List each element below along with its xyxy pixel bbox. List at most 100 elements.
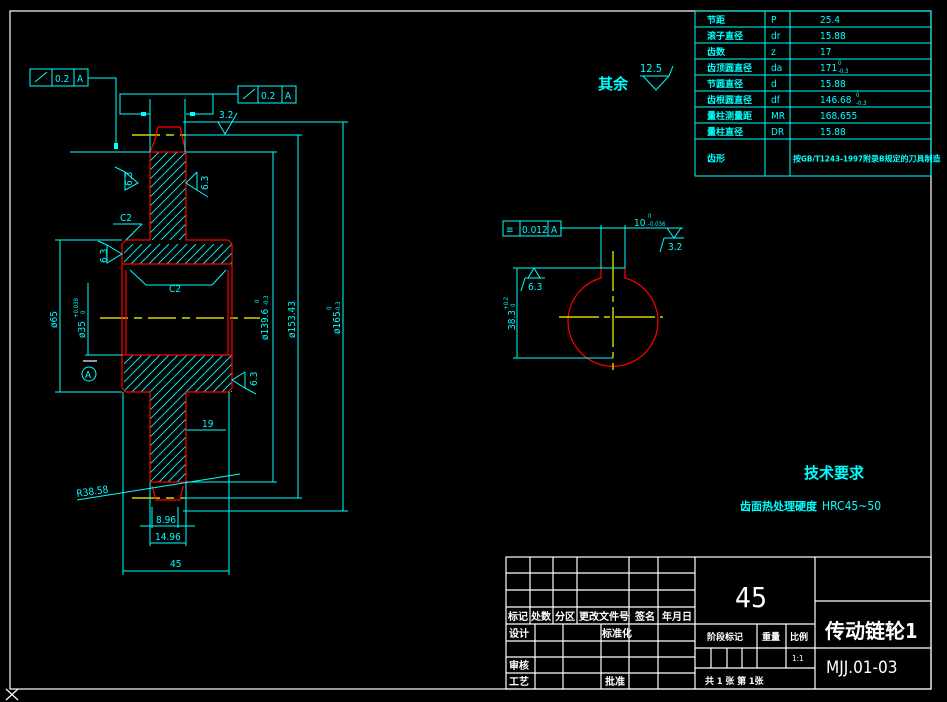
param-value: 15.88 [820, 127, 846, 138]
roughness-hub-left-value: 6.3 [99, 249, 110, 263]
roughness-hub-right-value: 6.3 [249, 372, 260, 386]
param-name: 量柱直径 [707, 126, 743, 138]
param-name: 滚子直径 [707, 30, 743, 42]
row-design: 设计 [509, 627, 529, 640]
tech-req-value: HRC45~50 [822, 499, 881, 513]
param-value: 15.88 [820, 31, 846, 42]
roughness-note-label: 其余 [598, 75, 629, 93]
weight-label: 重量 [762, 631, 780, 643]
param-value: 17 [820, 47, 831, 58]
param-symbol: MR [771, 111, 785, 122]
dim-bore-tol-low: 0 [80, 310, 87, 314]
param-value: 15.88 [820, 79, 846, 90]
key-depth-tol-up: +0.2 [503, 297, 510, 310]
roughness-symbol-icon [642, 65, 674, 91]
roughness-tooth-left-value: 6.3 [124, 172, 135, 186]
section-view: C2 C2 0.2 A 0.2 A [29, 68, 348, 575]
part-outline [121, 126, 233, 501]
param-symbol: P [771, 15, 777, 26]
scale-label: 比例 [790, 631, 808, 643]
stage-label: 阶段标记 [707, 631, 743, 643]
param-value: 146.68 [820, 95, 852, 106]
header-mark: 标记 [507, 610, 528, 623]
header-change-doc: 更改文件号 [579, 610, 629, 623]
drawing-number: MJJ.01-03 [826, 658, 898, 678]
drawing-frame [9, 10, 932, 690]
dim-root-tol-low: -0.3 [263, 295, 270, 306]
roughness-hub-left: 6.3 [97, 240, 123, 264]
param-symbol: da [771, 63, 782, 74]
chamfer-outer-label: C2 [120, 213, 132, 224]
param-value: 168.655 [820, 111, 857, 122]
row-approve: 批准 [605, 675, 625, 688]
runout-arrow-icon [34, 71, 48, 83]
dim-tip-tol-low: -0.3 [335, 301, 342, 312]
dim-tooth-tip-label: 8.96 [156, 515, 176, 526]
key-width-tol-low: -0.036 [648, 221, 666, 228]
dim-bore-tol-up: +0.039 [73, 297, 80, 318]
symmetry-datum: A [551, 225, 558, 236]
dim-bore-label: ø35 [77, 321, 88, 338]
ucs-cross-icon [5, 688, 19, 701]
roughness-tooth-right: 6.3 [185, 171, 211, 198]
roughness-note: 其余 12.5 [598, 62, 674, 93]
param-name: 齿顶圆直径 [707, 62, 752, 74]
dim-tip-tol-up: 0 [326, 306, 333, 310]
title-block: 标记 处数 分区 更改文件号 签名 年月日 设计 标准化 审核 工艺 批准 45… [505, 556, 932, 690]
dim-hub-dia-label: ø65 [49, 311, 60, 328]
key-depth-tol-low: 0 [510, 303, 517, 307]
param-value: 按GB/T1243-1997附录B规定的刀具制造 [793, 154, 940, 164]
param-tol-low: -0.3 [838, 68, 849, 75]
row-process: 工艺 [509, 675, 529, 688]
dim-tooth-width-label: 14.96 [155, 532, 181, 543]
param-symbol: d [771, 79, 777, 90]
dim-pitch-label: ø153.43 [287, 301, 298, 338]
drawing-title: 传动链轮1 [824, 619, 918, 643]
hatch-region [150, 392, 186, 482]
param-name: 量柱测量距 [707, 110, 752, 122]
sheet-info: 共 1 张 第 1张 [705, 675, 765, 687]
runout-2-value: 0.2 [261, 91, 275, 102]
param-value: 25.4 [820, 15, 840, 26]
roughness-top-value: 3.2 [219, 110, 233, 121]
param-name: 齿形 [707, 153, 725, 165]
header-zone: 分区 [555, 610, 575, 623]
dim-root-tol-up: 0 [254, 299, 261, 303]
roughness-tooth-right-value: 6.3 [200, 176, 211, 190]
param-name: 节距 [707, 14, 725, 26]
param-symbol: df [771, 95, 781, 106]
roughness-hub-right: 6.3 [231, 371, 260, 395]
symmetry-icon: ≡ [506, 225, 514, 236]
param-tol-up: 0 [838, 60, 842, 67]
header-date: 年月日 [662, 610, 692, 623]
row-standard: 标准化 [601, 627, 632, 640]
keyway-view: 10 0 -0.036 ≡ 0.012 A 3.2 6.3 38.3 +0.2 … [502, 213, 684, 370]
key-width-tol-up: 0 [648, 213, 652, 220]
roughness-tooth-left: 6.3 [114, 166, 139, 191]
technical-requirements: 技术要求 齿面热处理硬度 HRC45~50 [740, 464, 881, 513]
dim-hub-offset-label: 19 [202, 419, 214, 430]
section-hatching [124, 152, 232, 482]
runout-2-datum: A [285, 91, 292, 102]
hatch-region [124, 244, 232, 264]
symmetry-tolerance: ≡ 0.012 A [502, 220, 562, 237]
runout-tolerance-2: 0.2 A [119, 85, 297, 152]
param-symbol: dr [771, 31, 781, 42]
hatch-region [150, 152, 186, 240]
datum-a-label: A [85, 370, 92, 381]
row-check: 审核 [509, 659, 529, 672]
param-tol-up: 0 [856, 92, 860, 99]
material-value: 45 [735, 581, 767, 614]
roughness-key-value: 3.2 [668, 242, 682, 253]
symmetry-value: 0.012 [522, 225, 548, 236]
bore-chamfer [129, 269, 227, 286]
roughness-note-value: 12.5 [640, 62, 662, 75]
header-signature: 签名 [634, 610, 655, 623]
param-tol-low: -0.3 [856, 100, 867, 107]
param-symbol: z [771, 47, 776, 58]
scale-value: 1:1 [792, 654, 804, 663]
dim-tip-label: ø165 [332, 311, 343, 334]
dim-total-width-label: 45 [170, 559, 181, 570]
